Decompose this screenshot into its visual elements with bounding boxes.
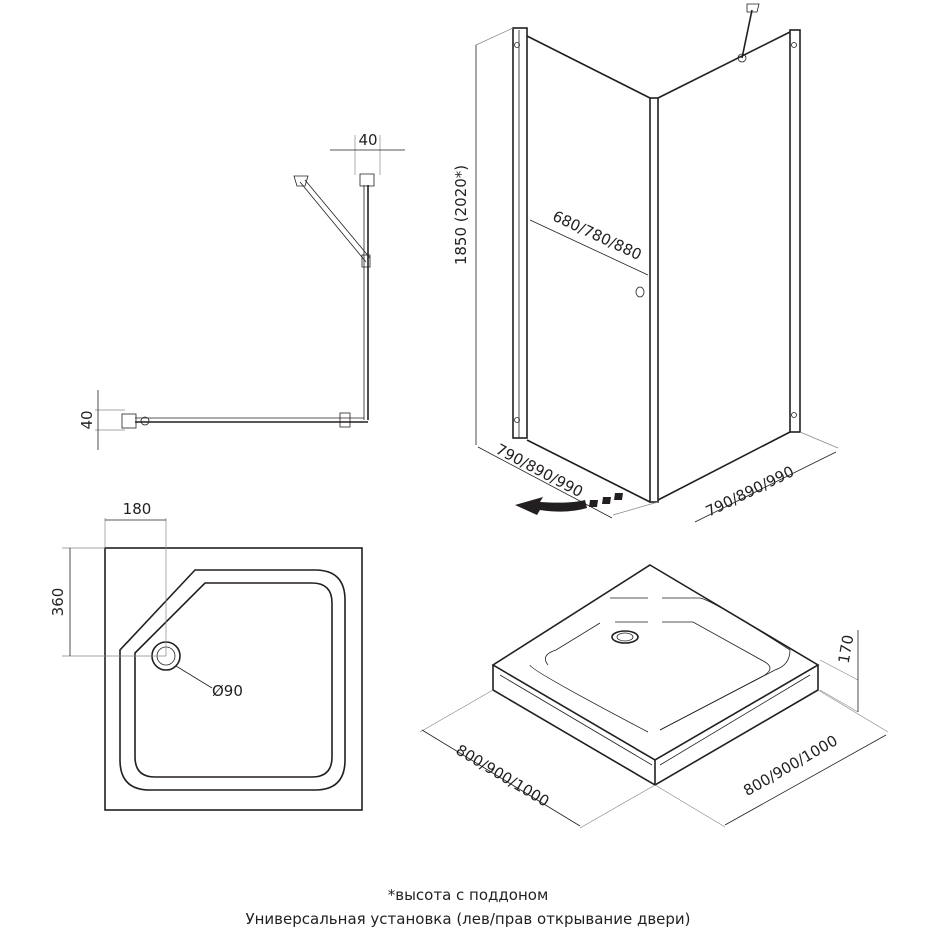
height-label: 1850 (2020*)	[452, 165, 470, 265]
tray-iso-view: 170 800/900/1000 800/900/1000	[419, 564, 889, 829]
drain-diameter-label: Ø90	[212, 682, 243, 700]
dim-top-label: 40	[358, 131, 377, 149]
dim-360-label: 360	[49, 588, 67, 617]
door-swing-arrow-icon	[515, 497, 587, 515]
tray-height-label: 170	[835, 633, 858, 664]
right-width-label: 790/890/990	[703, 462, 797, 520]
plan-view: 40 40	[78, 131, 405, 450]
tray-width-right-label: 800/900/1000	[740, 731, 840, 799]
footnote: *высота с поддоном	[387, 886, 549, 904]
caption: Универсальная установка (лев/прав открыв…	[245, 910, 691, 928]
dim-180-label: 180	[123, 500, 152, 518]
dim-left-label: 40	[78, 410, 96, 429]
tray-width-left-label: 800/900/1000	[453, 741, 553, 811]
door-handle	[635, 286, 645, 298]
tray-plan-view: 180 360 Ø90	[49, 500, 363, 811]
shower-enclosure: 1850 (2020*) 680/780/880 790/890/990 790…	[452, 3, 839, 523]
left-width-label: 790/890/990	[493, 440, 586, 501]
